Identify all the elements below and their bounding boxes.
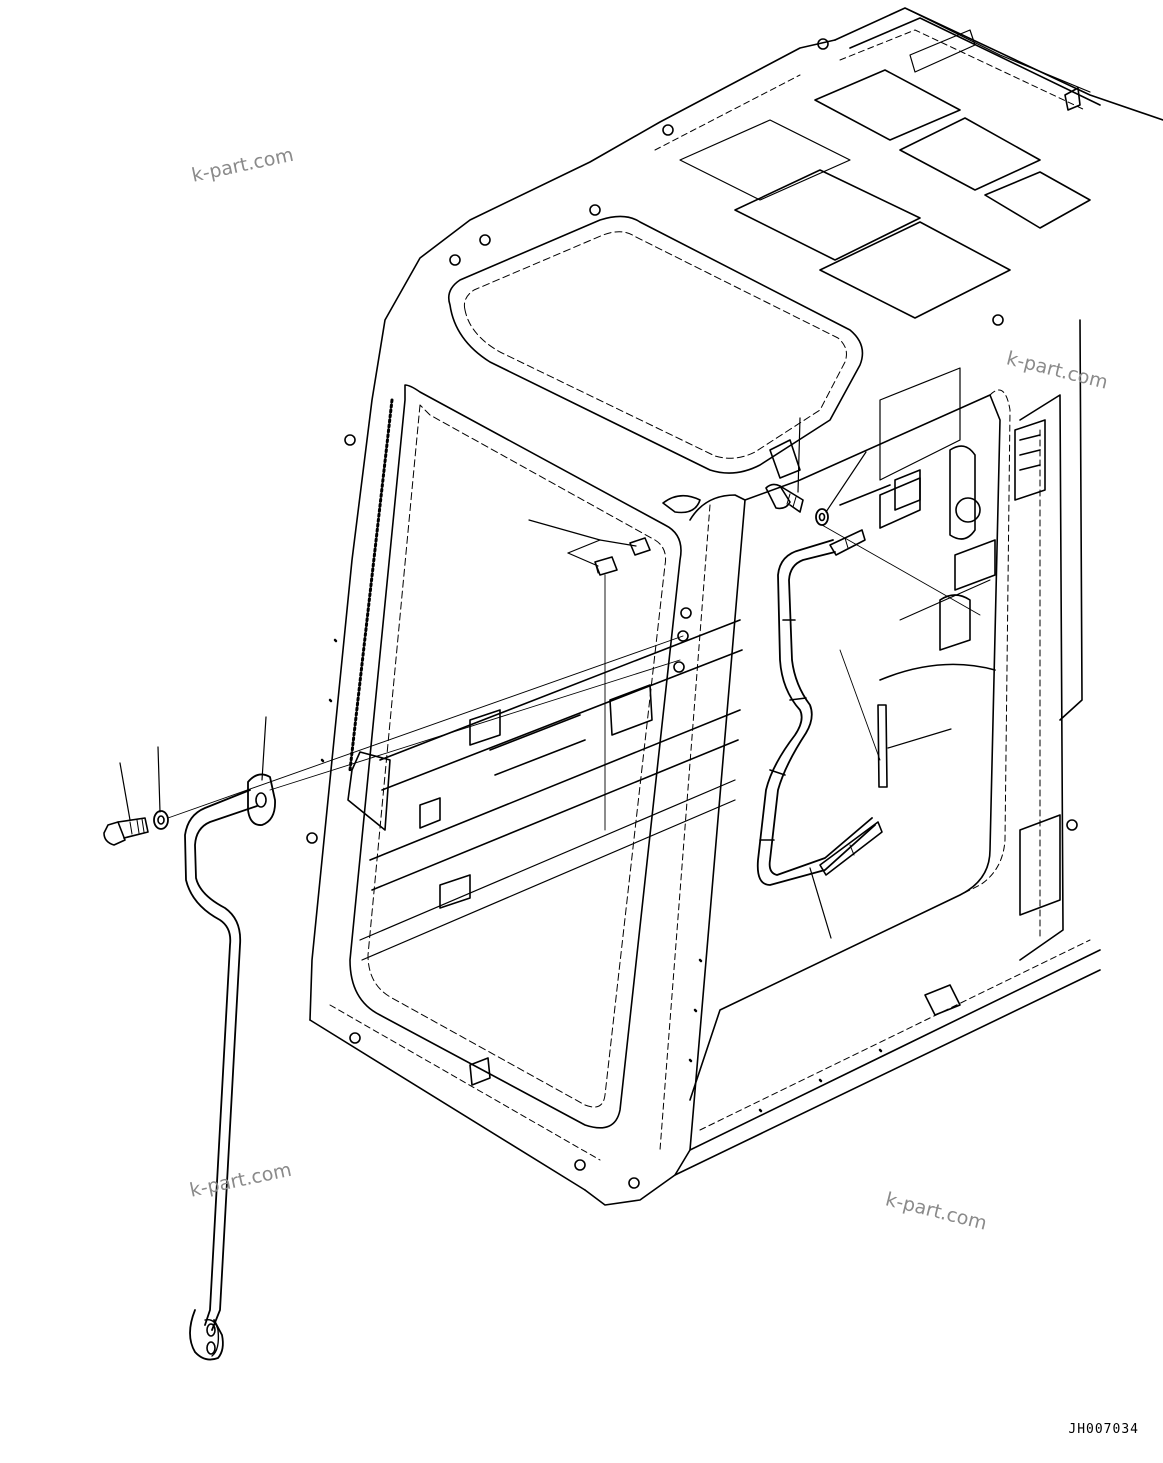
leader-lines	[119, 417, 981, 939]
left-washer	[153, 810, 169, 830]
right-handrail-rod	[756, 529, 883, 886]
clip-parts	[594, 537, 651, 576]
right-bolt	[765, 483, 804, 513]
pin	[877, 704, 888, 788]
left-handrail-rod	[184, 773, 276, 1361]
drawing-code: JH007034	[1068, 1422, 1139, 1437]
cab-frame	[306, 7, 1163, 1206]
left-bolt	[103, 817, 149, 846]
